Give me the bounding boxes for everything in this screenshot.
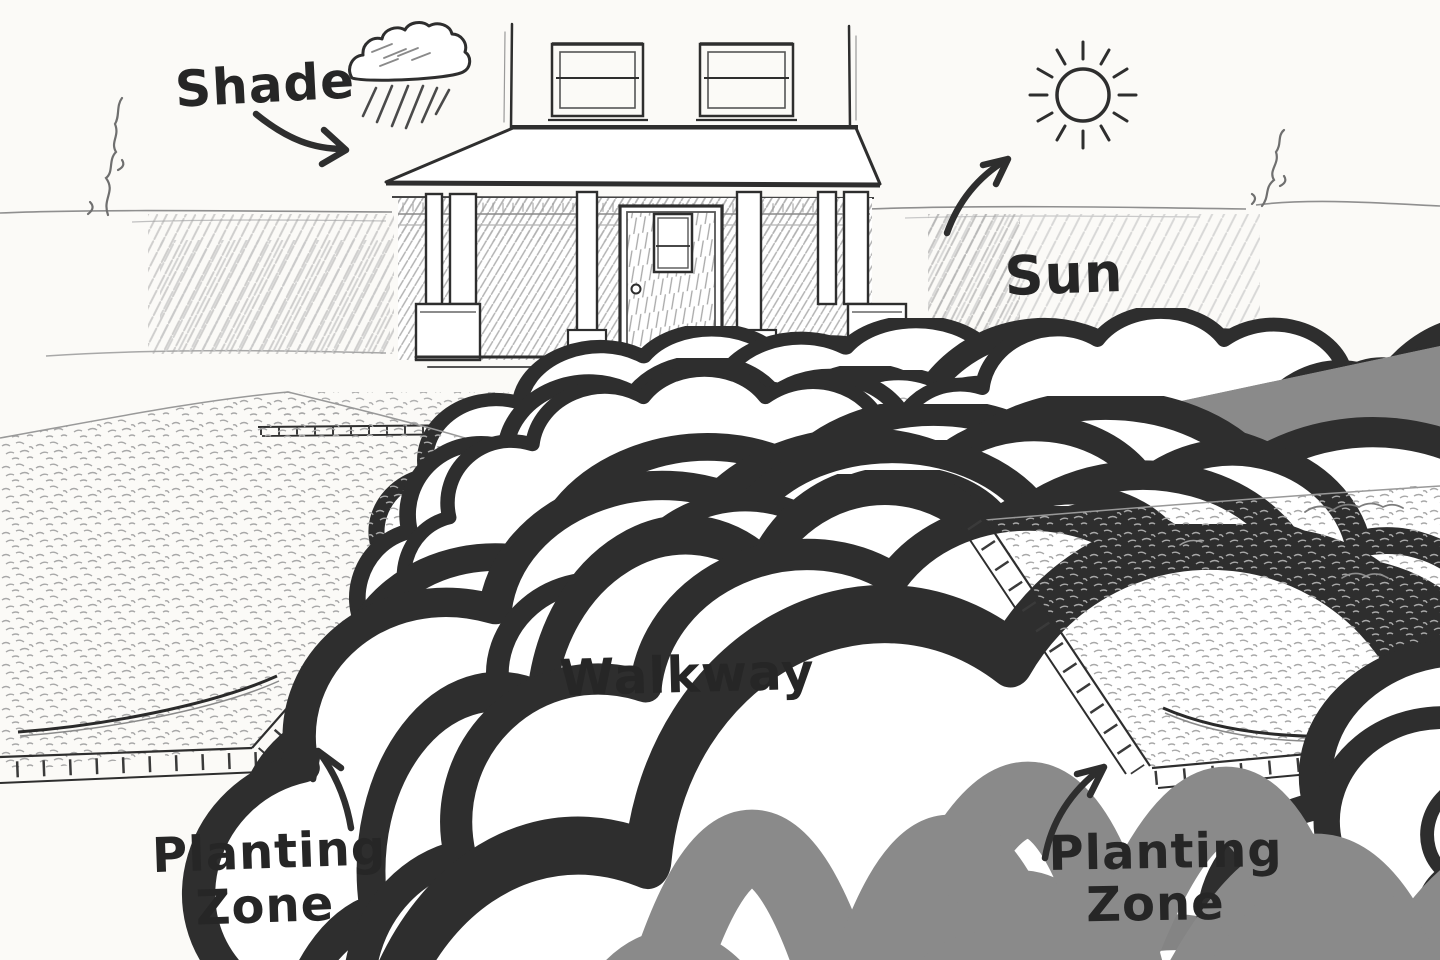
cloud-icon	[348, 21, 472, 130]
walkway-label: Walkway	[559, 643, 816, 708]
planting-bed-left	[0, 336, 1440, 960]
shade-annotation: Shade	[174, 21, 472, 168]
sun-arrow	[943, 155, 1012, 237]
distant-yard-shading	[148, 214, 1260, 364]
planting-zone-left-line2: Zone	[195, 876, 335, 937]
shade-arrow	[252, 110, 350, 168]
sun-annotation: Sun	[943, 40, 1138, 308]
background-tree-left	[86, 96, 125, 217]
shade-label: Shade	[174, 51, 357, 118]
porch-roof	[384, 125, 882, 199]
background-tree-right	[1250, 128, 1287, 208]
window-right	[696, 42, 797, 129]
planting-zone-right-annotation: Planting Zone	[1048, 822, 1283, 933]
planting-zone-left-line1: Planting	[151, 820, 387, 884]
planting-zone-right-line1: Planting	[1048, 822, 1283, 882]
planting-zone-right-arrow	[1041, 763, 1108, 862]
window-left	[548, 42, 648, 129]
door-knob	[630, 283, 642, 295]
rain-strokes	[361, 84, 451, 130]
planting-bed-right	[961, 484, 1440, 960]
sun-icon	[1028, 40, 1138, 150]
planting-zone-left-arrow	[309, 747, 355, 832]
background-hedge-lines	[1179, 502, 1404, 579]
sun-label: Sun	[1004, 241, 1125, 308]
planting-zone-left-annotation: Planting Zone	[151, 820, 387, 937]
drip-line	[17, 674, 278, 734]
planting-zone-right-line2: Zone	[1086, 875, 1225, 933]
house-wall-upper	[503, 22, 857, 130]
